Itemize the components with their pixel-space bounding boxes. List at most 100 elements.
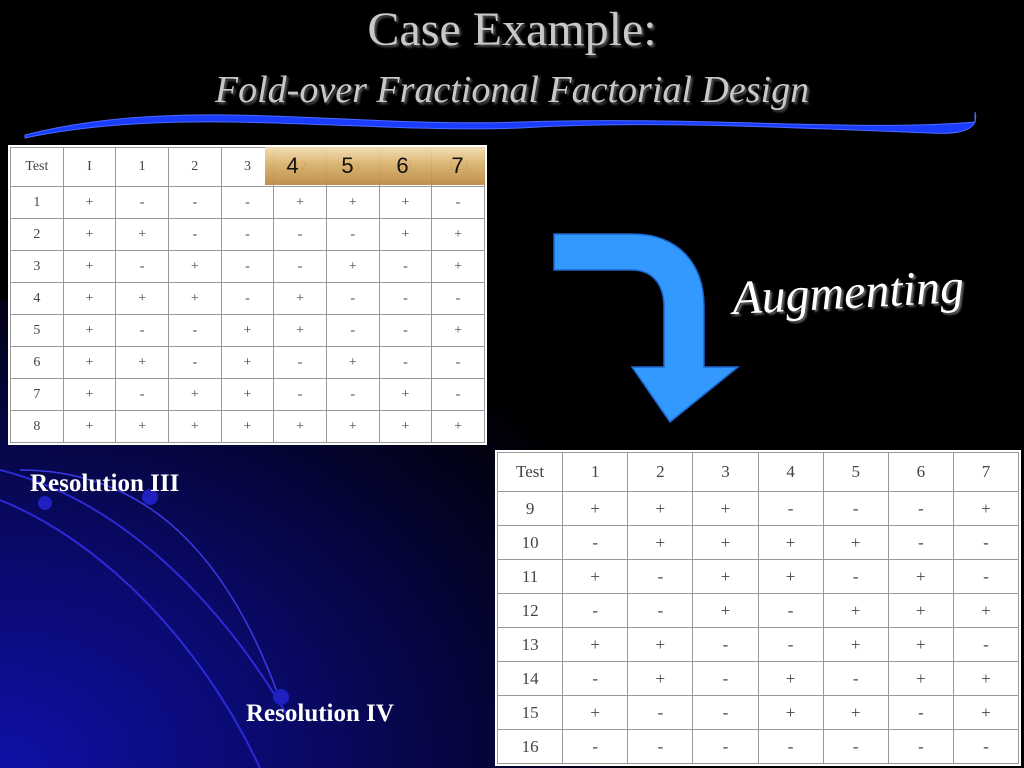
table-cell: - [115,250,169,283]
table-cell: - [431,346,485,379]
table-cell: + [62,378,117,411]
table-cell: - [220,282,275,315]
table-cell: + [62,218,117,251]
overlay-factor-label: 4 [286,153,299,178]
table-cell: - [627,729,694,764]
table-cell: + [273,186,327,219]
table-row: 3+-+--+-+ [10,250,485,283]
overlay-factor-label: 5 [341,153,354,178]
table-cell: + [562,559,629,594]
table-cell: + [562,491,629,526]
slide-title: Case Example: [367,3,657,56]
table-cell: + [167,410,222,443]
table-cell: + [62,314,117,347]
table-cell: - [562,525,629,560]
table-header-cell: 4 [757,452,824,492]
table-cell: - [757,729,824,764]
table-cell: - [692,729,759,764]
table-cell: + [378,218,433,251]
decorative-arc [19,469,281,701]
decorative-dot [38,496,52,510]
decorative-dot [142,489,158,505]
table-cell: - [627,559,694,594]
table-header-cell: 6 [887,452,954,492]
overlay-factor-label: 6 [396,153,409,178]
table-cell: - [822,661,889,696]
table-cell: - [562,661,629,696]
table-cell: + [220,410,275,443]
table-cell: 6 [10,346,64,379]
table-cell: - [887,695,954,730]
table-cell: 3 [10,250,64,283]
table-cell: + [325,186,380,219]
table-cell: + [62,410,117,443]
table-cell: + [757,559,824,594]
table-row: 11+-++-+- [496,559,1020,594]
table-cell: + [627,661,694,696]
table-cell: - [627,695,694,730]
table-cell: 13 [496,627,564,662]
table-cell: - [887,491,954,526]
table-cell: - [378,346,433,379]
table-cell: + [167,250,222,283]
overlay-factor-label: 7 [451,153,464,178]
table-cell: + [115,282,169,315]
table-cell: - [887,729,954,764]
table-cell: - [952,729,1020,764]
table-cell: 15 [496,695,564,730]
table-cell: + [822,695,889,730]
table-cell: + [378,410,433,443]
table-cell: - [378,282,433,315]
table-cell: + [887,593,954,628]
table-cell: - [378,314,433,347]
table-cell: + [692,593,759,628]
table-cell: + [167,282,222,315]
table-cell: - [220,250,275,283]
table-cell: - [822,729,889,764]
table-cell: + [562,695,629,730]
table-row: 10-++++-- [496,525,1020,560]
table-header-cell: Test [10,147,64,187]
table-row: 2++----++ [10,218,485,251]
table-row: 14-+-+-++ [496,661,1020,696]
table-cell: + [952,491,1020,526]
table-cell: - [431,186,485,219]
table-cell: + [115,218,169,251]
decorative-arc [0,469,291,721]
table-header-cell: 1 [562,452,629,492]
table-cell: - [167,186,222,219]
table-cell: + [952,695,1020,730]
table-cell: + [431,250,485,283]
table-cell: + [757,525,824,560]
table-cell: + [273,282,327,315]
table-cell: - [167,218,222,251]
decorative-dot [273,689,289,705]
table-cell: + [692,559,759,594]
table-cell: + [627,491,694,526]
table-cell: + [115,346,169,379]
table-row: 8++++++++ [10,410,485,443]
table-cell: + [757,661,824,696]
table-row: 7+-++--+- [10,378,485,411]
table-cell: - [562,593,629,628]
table-cell: - [273,250,327,283]
table-cell: - [325,218,380,251]
table-cell: + [431,218,485,251]
table-row: 1+---+++- [10,186,485,219]
table-cell: + [431,314,485,347]
table-cell: - [692,695,759,730]
table-cell: + [822,593,889,628]
table-header-cell: 3 [692,452,759,492]
table-cell: 11 [496,559,564,594]
table-row: 12--+-+++ [496,593,1020,628]
table-cell: 10 [496,525,564,560]
table-cell: - [431,378,485,411]
table-cell: - [431,282,485,315]
table-cell: - [822,491,889,526]
table-cell: - [822,559,889,594]
table-cell: + [273,410,327,443]
table-cell: - [220,186,275,219]
table-cell: + [325,410,380,443]
table-cell: - [325,282,380,315]
table-cell: - [692,661,759,696]
